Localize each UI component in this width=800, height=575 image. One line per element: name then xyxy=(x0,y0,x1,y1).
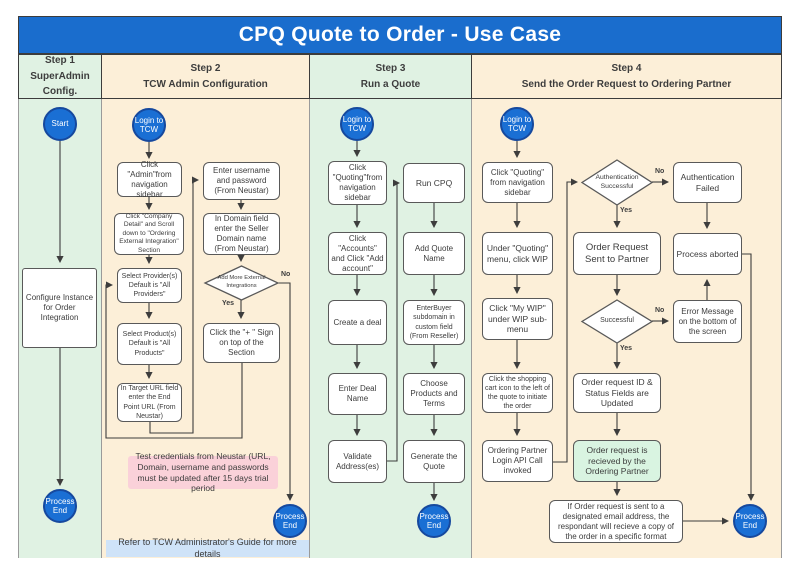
lane2-name: TCW Admin Configuration xyxy=(143,78,268,90)
lane-header-step2: Step 2 TCW Admin Configuration xyxy=(102,54,310,99)
order-updated-node: Order request ID & Status Fields are Upd… xyxy=(573,373,661,413)
order-sent-node: Order Request Sent to Partner xyxy=(573,232,661,275)
email-copy-node: If Order request is sent to a designated… xyxy=(549,500,683,543)
buyer-subdomain-node: EnterBuyer subdomain in custom field (Fr… xyxy=(403,300,465,345)
start-node: Start xyxy=(43,107,77,141)
deal-name-node: Enter Deal Name xyxy=(328,373,387,415)
domain-field-node: In Domain field enter the Seller Domain … xyxy=(203,213,280,255)
diagram-title: CPQ Quote to Order - Use Case xyxy=(18,16,782,54)
login-node-lane3: Login to TCW xyxy=(340,107,374,141)
company-detail-node: Click "Company Detail" and Scroll down t… xyxy=(114,213,184,255)
plus-sign-node: Click the "+ " Sign on top of the Sectio… xyxy=(203,323,280,363)
accounts-node: Click "Accounts" and Click "Add account" xyxy=(328,232,387,275)
enter-credentials-node: Enter username and password (From Neusta… xyxy=(203,162,280,200)
login-node-lane4: Login to TCW xyxy=(500,107,534,141)
yes-label-lane2: Yes xyxy=(222,300,235,307)
yes-label-auth: Yes xyxy=(620,207,633,214)
lane3-step: Step 3 xyxy=(375,63,406,74)
login-node-lane2: Login to TCW xyxy=(132,108,166,142)
process-aborted-node: Process aborted xyxy=(673,233,742,275)
target-url-node: In Target URL field enter the End Point … xyxy=(117,383,182,422)
lane1-name: SuperAdmin Config. xyxy=(30,70,90,98)
shopping-cart-node: Click the shopping cart icon to the left… xyxy=(482,373,553,413)
select-providers-node: Select Provider(s) Default is "All Provi… xyxy=(117,268,182,303)
configure-instance-node: Configure Instance for Order Integration xyxy=(22,268,97,348)
yes-label-successful: Yes xyxy=(620,345,633,352)
lane4-name: Send the Order Request to Ordering Partn… xyxy=(521,78,732,90)
process-end-node-lane2: Process End xyxy=(273,504,307,538)
no-label-lane2: No xyxy=(281,271,291,278)
lane2-step: Step 2 xyxy=(190,63,221,74)
lane3-name: Run a Quote xyxy=(360,78,421,90)
decision-add-more-integrations-label: Add More External Integrations xyxy=(217,275,266,289)
lane-header-step1: Step 1 SuperAdmin Config. xyxy=(18,54,102,99)
test-credentials-note: Test credentials from Neustar (URL, Doma… xyxy=(128,451,278,493)
create-deal-node: Create a deal xyxy=(328,300,387,345)
click-quoting-node-lane4: Click "Quoting" from navigation sidebar xyxy=(482,162,553,203)
lane1-step: Step 1 xyxy=(44,55,75,67)
order-received-node: Order request is recieved by the Orderin… xyxy=(573,440,661,482)
click-quoting-node-lane3: Click "Quoting"from navigation sidebar xyxy=(328,161,387,205)
admin-guide-note: Refer to TCW Administrator's Guide for m… xyxy=(106,537,309,559)
lane-header-step4: Step 4 Send the Order Request to Orderin… xyxy=(472,54,782,99)
decision-authentication-successful-label: Authentication Successful xyxy=(595,173,639,190)
wip-node: Under "Quoting" menu, click WIP xyxy=(482,232,553,275)
process-end-node-lane3: Process End xyxy=(417,504,451,538)
generate-quote-node: Generate the Quote xyxy=(403,440,465,483)
auth-failed-node: Authentication Failed xyxy=(673,162,742,203)
process-end-node-lane4: Process End xyxy=(733,504,767,538)
lane4-step: Step 4 xyxy=(611,63,642,74)
process-end-node-lane1: Process End xyxy=(43,489,77,523)
select-products-node: Select Product(s) Default is "All Produc… xyxy=(117,323,182,365)
api-call-node: Ordering Partner Login API Call invoked xyxy=(482,440,553,482)
my-wip-node: Click "My WIP" under WIP sub-menu xyxy=(482,298,553,340)
quote-name-node: Add Quote Name xyxy=(403,232,465,275)
no-label-auth: No xyxy=(655,168,665,175)
lane-header-step3: Step 3 Run a Quote xyxy=(310,54,472,99)
run-cpq-node: Run CPQ xyxy=(403,163,465,203)
choose-products-node: Choose Products and Terms xyxy=(403,373,465,415)
click-admin-node: Click "Admin"from navigation sidebar xyxy=(117,160,182,199)
validate-address-node: Validate Address(es) xyxy=(328,440,387,483)
no-label-successful: No xyxy=(655,307,665,314)
error-message-node: Error Message on the bottom of the scree… xyxy=(673,300,742,343)
decision-successful-label: Successful xyxy=(600,317,634,325)
